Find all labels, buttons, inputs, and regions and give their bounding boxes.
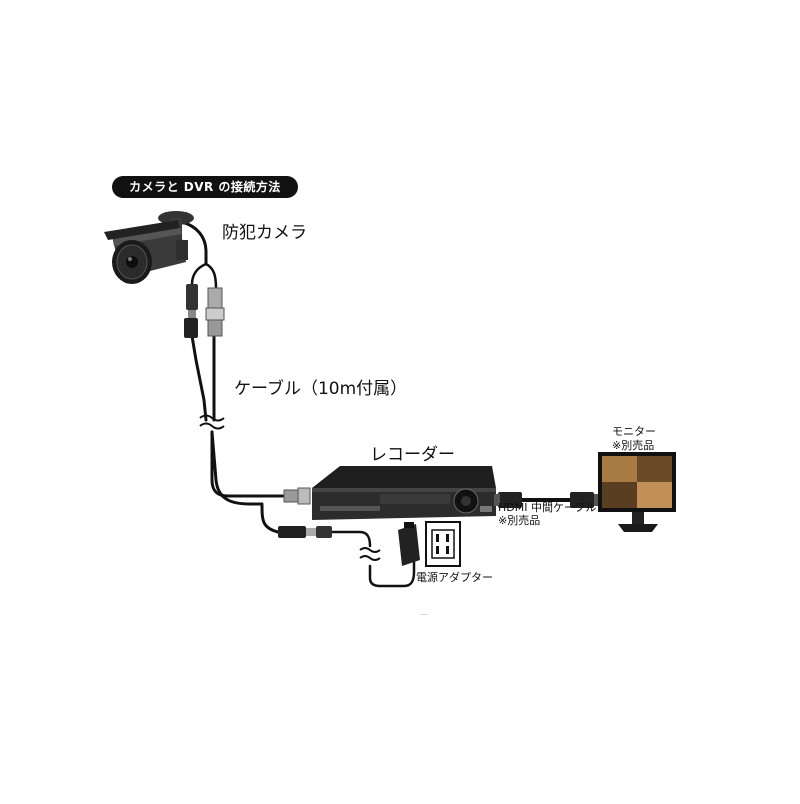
adapter-label: 電源アダプター — [416, 571, 493, 584]
cable-break-icon — [359, 547, 381, 561]
monitor-label: モニター — [612, 425, 656, 438]
security-camera-icon — [104, 211, 194, 284]
hdmi-cable-note: ※別売品 — [498, 514, 541, 527]
cable-lines — [180, 220, 572, 588]
recorder-label: レコーダー — [370, 445, 455, 465]
page-title: カメラと DVR の接続方法 — [112, 176, 298, 198]
wall-outlet-icon — [425, 521, 461, 567]
hdmi-plug-icon — [494, 492, 522, 508]
cable-break-icon — [199, 414, 225, 430]
camera-label: 防犯カメラ — [222, 223, 307, 243]
monitor-icon — [598, 452, 676, 532]
monitor-note: ※別売品 — [612, 439, 655, 452]
bnc-connector-icon — [283, 487, 311, 505]
dc-plug-icon — [278, 526, 332, 538]
dc-plug-icon — [184, 284, 198, 338]
power-adapter-icon — [398, 522, 420, 566]
bnc-connector-icon — [205, 287, 225, 337]
hdmi-cable-label: HDMI 中間ケーブル — [498, 501, 597, 514]
cable-label: ケーブル（10m付属） — [234, 379, 408, 399]
recorder-icon — [312, 466, 496, 520]
hdmi-plug-icon — [570, 492, 600, 508]
